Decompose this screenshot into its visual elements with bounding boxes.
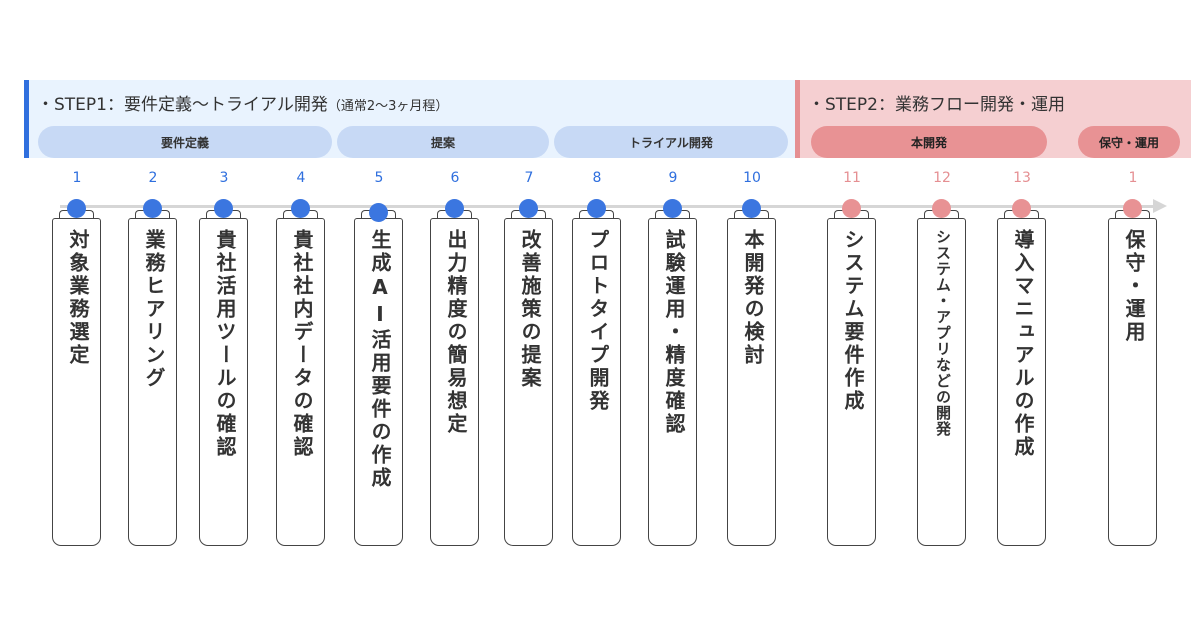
- step-card: 改善施策の提案: [504, 218, 553, 546]
- step1-subtitle: （通常2〜3ヶ月程）: [327, 99, 449, 114]
- step-card: 試験運用・精度確認: [648, 218, 697, 546]
- step-number: 2: [148, 170, 158, 186]
- step2-title: ・STEP2：業務フロー開発・運用: [808, 95, 1065, 115]
- step-label: 貴社活用ツールの確認: [213, 229, 237, 459]
- step-card: 出力精度の簡易想定: [430, 218, 479, 546]
- step-number: 9: [668, 170, 678, 186]
- step-card: 本開発の検討: [727, 218, 776, 546]
- timeline-dot: [587, 199, 606, 218]
- step-number: 10: [743, 170, 761, 186]
- step-label: 改善施策の提案: [518, 229, 542, 390]
- timeline-line: [60, 205, 1155, 208]
- phase-requirements: 要件定義: [38, 126, 332, 158]
- step-label: 保守・運用: [1122, 229, 1146, 344]
- step-number: 6: [450, 170, 460, 186]
- timeline-dot: [369, 203, 388, 222]
- step-label: 生成AI活用要件の作成: [368, 229, 392, 490]
- timeline-dot: [143, 199, 162, 218]
- timeline-dot: [214, 199, 233, 218]
- step1-title: ・STEP1：要件定義〜トライアル開発（通常2〜3ヶ月程）: [37, 95, 449, 115]
- timeline-dot: [519, 199, 538, 218]
- step-number: 8: [592, 170, 602, 186]
- step-label: 試験運用・精度確認: [662, 229, 686, 436]
- step-number: 7: [524, 170, 534, 186]
- phase-trial-dev: トライアル開発: [554, 126, 788, 158]
- step-label: 貴社社内データの確認: [290, 229, 314, 459]
- step-number: 5: [374, 170, 384, 186]
- timeline-dot: [445, 199, 464, 218]
- timeline-dot: [842, 199, 861, 218]
- phase-main-dev: 本開発: [811, 126, 1047, 158]
- timeline-arrow-icon: [1153, 199, 1167, 213]
- step-number: 1: [1128, 170, 1138, 186]
- timeline-dot: [742, 199, 761, 218]
- phase-maintenance: 保守・運用: [1078, 126, 1180, 158]
- step-card: 対象業務選定: [52, 218, 101, 546]
- step-label: 対象業務選定: [66, 229, 90, 367]
- step-label: システム要件作成: [841, 229, 865, 413]
- step-number: 1: [72, 170, 82, 186]
- step-number: 13: [1013, 170, 1031, 186]
- step-card: 貴社社内データの確認: [276, 218, 325, 546]
- step-label: 導入マニュアルの作成: [1011, 229, 1035, 459]
- step-card: システム・アプリなどの開発: [917, 218, 966, 546]
- step-label: 業務ヒアリング: [142, 229, 166, 390]
- step-card: システム要件作成: [827, 218, 876, 546]
- step-number: 12: [933, 170, 951, 186]
- step-label: システム・アプリなどの開発: [934, 229, 952, 437]
- timeline-dot: [1123, 199, 1142, 218]
- step-label: プロトタイプ開発: [586, 229, 610, 413]
- step-number: 4: [296, 170, 306, 186]
- timeline-dot: [291, 199, 310, 218]
- step-card: 生成AI活用要件の作成: [354, 218, 403, 546]
- step-label: 本開発の検討: [741, 229, 765, 367]
- timeline-dot: [67, 199, 86, 218]
- step-number: 3: [219, 170, 229, 186]
- timeline-dot: [663, 199, 682, 218]
- step-card: 導入マニュアルの作成: [997, 218, 1046, 546]
- step-card: 貴社活用ツールの確認: [199, 218, 248, 546]
- step-card: プロトタイプ開発: [572, 218, 621, 546]
- step-label: 出力精度の簡易想定: [444, 229, 468, 436]
- phase-proposal: 提案: [337, 126, 549, 158]
- step-card: 保守・運用: [1108, 218, 1157, 546]
- timeline-dot: [1012, 199, 1031, 218]
- timeline-dot: [932, 199, 951, 218]
- step-number: 11: [843, 170, 861, 186]
- step-card: 業務ヒアリング: [128, 218, 177, 546]
